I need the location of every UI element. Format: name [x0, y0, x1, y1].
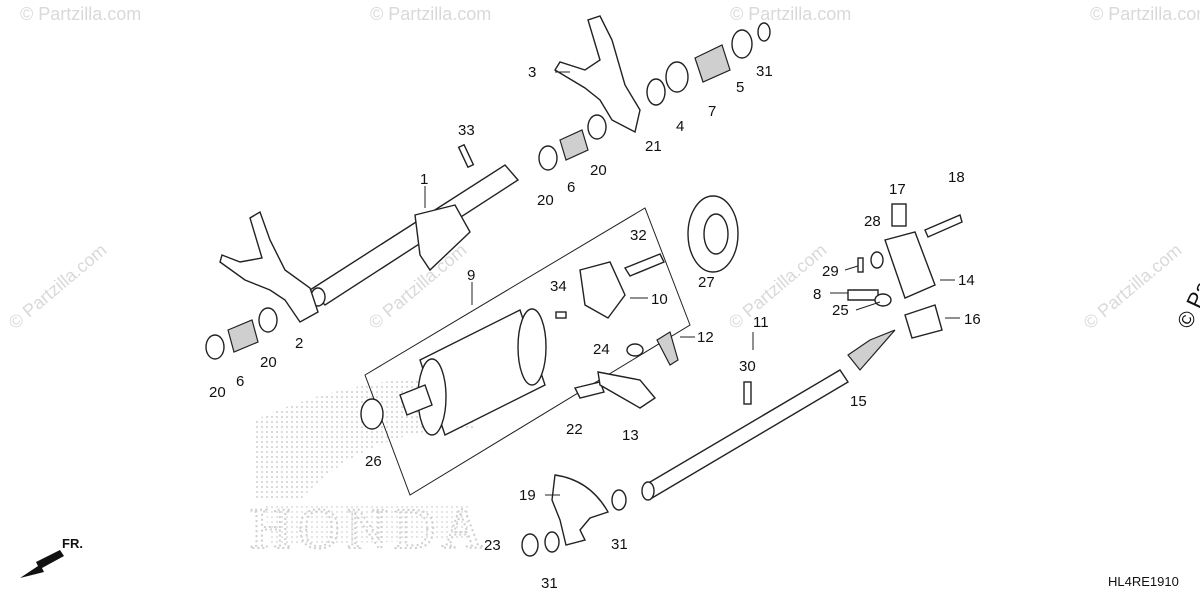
bolt-22	[573, 381, 605, 399]
callout-9: 9	[467, 267, 475, 284]
front-direction-label: FR.	[62, 536, 83, 551]
watermark-text: © Partzilla.com	[20, 4, 141, 24]
callout-20: 20	[590, 162, 607, 179]
callout-20: 20	[537, 192, 554, 209]
callout-29: 29	[822, 263, 839, 280]
callout-31: 31	[756, 63, 773, 80]
callout-22: 22	[566, 421, 583, 438]
washer-23	[521, 533, 539, 557]
watermark-text: © Partzilla.com	[5, 240, 111, 333]
callout-31: 31	[541, 575, 558, 592]
shift-spindle-11	[641, 369, 849, 501]
shift-fork-2	[219, 210, 319, 323]
stopper-10	[579, 261, 626, 319]
callout-15: 15	[850, 393, 867, 410]
watermark-text: © Partzilla.com	[1080, 240, 1186, 333]
callout-5: 5	[736, 79, 744, 96]
callout-16: 16	[964, 311, 981, 328]
callout-14: 14	[958, 272, 975, 289]
callout-10: 10	[651, 291, 668, 308]
pin-34	[555, 311, 567, 319]
callout-34: 34	[550, 278, 567, 295]
callout-26: 26	[365, 453, 382, 470]
spring-12	[656, 331, 679, 366]
right-side-parts	[847, 203, 963, 371]
callout-20: 20	[209, 384, 226, 401]
callout-8: 8	[813, 286, 821, 303]
callout-3: 3	[528, 64, 536, 81]
shift-drum-9	[399, 308, 547, 436]
bearing-27	[687, 195, 739, 273]
washer-26	[360, 398, 384, 430]
callout-6: 6	[236, 373, 244, 390]
callout-18: 18	[948, 169, 965, 186]
washer-24	[626, 343, 644, 357]
callout-11: 11	[753, 314, 769, 331]
callout-33: 33	[458, 122, 475, 139]
callout-24: 24	[593, 341, 610, 358]
callout-13: 13	[622, 427, 639, 444]
diagram-code: HL4RE1910	[1108, 574, 1179, 589]
callout-25: 25	[832, 302, 849, 319]
bolt-32	[623, 253, 665, 277]
circlip-31	[611, 489, 627, 511]
callout-23: 23	[484, 537, 501, 554]
callout-19: 19	[519, 487, 536, 504]
pin-30	[743, 381, 752, 405]
watermark-text: © Partzilla.com	[1090, 4, 1200, 24]
watermark-text: © Partzilla.com	[370, 4, 491, 24]
callout-20: 20	[260, 354, 277, 371]
leader-lines	[424, 71, 960, 496]
pin-33	[457, 143, 475, 169]
gear-segment-19	[551, 474, 610, 546]
callout-12: 12	[697, 329, 714, 346]
callout-27: 27	[698, 274, 715, 291]
front-direction-arrow: FR.	[20, 536, 83, 578]
callout-7: 7	[708, 103, 716, 120]
watermark-text: © Partzilla.com	[730, 4, 851, 24]
callout-31: 31	[611, 536, 628, 553]
circlip-31	[544, 531, 560, 553]
callout-labels: 1 2 3 4 5 6 6 7 8 9 10 11 12 13 14 15 16…	[209, 63, 981, 592]
callout-17: 17	[889, 181, 906, 198]
shift-fork-3	[554, 15, 641, 134]
callout-21: 21	[645, 138, 662, 155]
callout-28: 28	[864, 213, 881, 230]
arm-13	[597, 371, 657, 409]
callout-32: 32	[630, 227, 647, 244]
callout-2: 2	[295, 335, 303, 352]
callout-6: 6	[567, 179, 575, 196]
washers-and-springs	[205, 22, 771, 360]
honda-wordmark: HONDA	[250, 496, 489, 561]
shift-drum-group-box	[364, 207, 691, 496]
callout-1: 1	[420, 171, 428, 188]
callout-4: 4	[676, 118, 684, 135]
callout-30: 30	[739, 358, 756, 375]
